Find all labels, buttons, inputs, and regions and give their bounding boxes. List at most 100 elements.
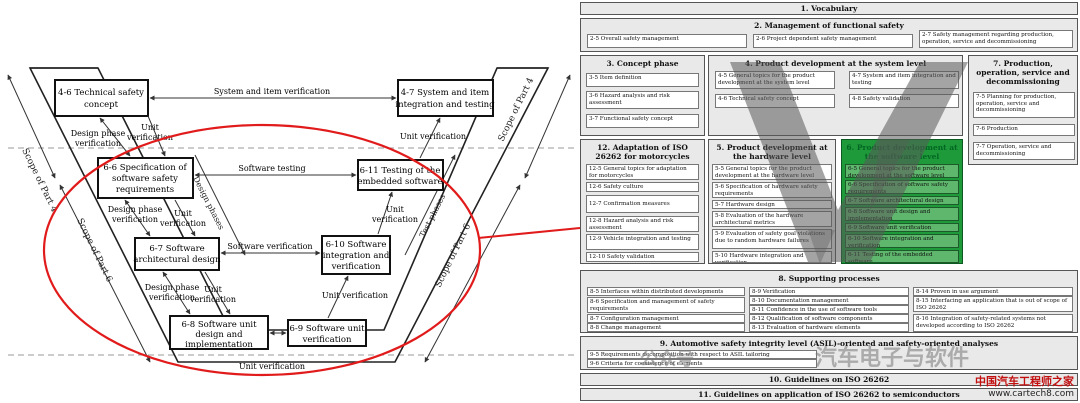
svg-text:embedded software: embedded software — [357, 177, 442, 187]
item-8-16: 8-16 Integration of safety-related syste… — [913, 314, 1073, 332]
scope-part4-left-arrow — [7, 74, 56, 179]
v-model-diagram: Scope of Part 4 Scope of Part 4 Scope of… — [7, 67, 580, 377]
item-3-7: 3-7 Functional safety concept — [586, 114, 699, 128]
item-12-9: 12-9 Vehicle integration and testing — [586, 234, 699, 250]
design-phase-verification-label-3b: verification — [148, 293, 195, 302]
unit-verification-right-1: Unit verification — [400, 132, 466, 141]
unit-verification-small-3a: Unit — [204, 285, 222, 294]
part11-semiconductors: 11. Guidelines on application of ISO 262… — [580, 388, 1078, 401]
item-5-10: 5-10 Hardware integration and verificati… — [712, 251, 832, 263]
svg-text:concept: concept — [84, 100, 119, 110]
part9-asil-analyses: 9. Automotive safety integrity level (AS… — [580, 336, 1078, 370]
svg-text:integration and: integration and — [323, 251, 390, 261]
item-2-5: 2-5 Overall safety management — [587, 34, 747, 48]
design-phase-verification-label-1b: verification — [74, 139, 121, 148]
item-7-6: 7-6 Production — [973, 124, 1075, 136]
item-8-5: 8-5 Interfaces within distributed develo… — [587, 287, 745, 296]
unit-verification-right-2a: Unit — [386, 205, 404, 214]
item-8-13: 8-13 Evaluation of hardware elements — [749, 323, 909, 332]
item-8-9: 8-9 Verification — [749, 287, 909, 296]
scope-part6-right-label: Scope of Part 6 — [434, 222, 474, 289]
scope-part6-left-arrow — [59, 184, 151, 363]
item-7-5: 7-5 Planning for production, operation, … — [973, 92, 1075, 118]
unit-verification-small-2b: verification — [159, 219, 206, 228]
item-8-7: 8-7 Configuration management — [587, 314, 745, 323]
unit-verification-right-3: Unit verification — [322, 291, 388, 300]
item-12-7: 12-7 Confirmation measures — [586, 195, 699, 213]
box-4-7-system-item-integration: 4-7 System and item integration and test… — [395, 79, 495, 117]
design-phase-verification-label-2b: verification — [111, 215, 158, 224]
svg-text:4-7 System and item: 4-7 System and item — [401, 88, 490, 98]
box-6-11-testing-embedded-software: 6-11 Testing of the embedded software — [357, 159, 444, 191]
box-6-7-software-architectural-design: 6-7 Software architectural design — [133, 237, 221, 271]
svg-text:6-7 Software: 6-7 Software — [149, 244, 204, 254]
item-2-6: 2-6 Project dependent safety management — [753, 34, 913, 48]
item-3-5: 3-5 Item definition — [586, 73, 699, 87]
item-7-7: 7-7 Operation, service and decommissioni… — [973, 142, 1075, 160]
item-8-10: 8-10 Documentation management — [749, 296, 909, 305]
svg-text:6-6 Specification of: 6-6 Specification of — [103, 163, 187, 173]
part2-management: 2. Management of functional safety 2-5 O… — [580, 18, 1078, 52]
grey-v-overlay — [730, 62, 968, 264]
svg-text:6-8 Software unit: 6-8 Software unit — [181, 320, 257, 330]
box-6-6-software-safety-requirements: 6-6 Specification of software safety req… — [97, 157, 194, 199]
software-verification-label: Software verification — [227, 242, 312, 251]
box-6-10-software-integration: 6-10 Software integration and verificati… — [321, 235, 391, 275]
svg-text:implementation: implementation — [185, 340, 253, 350]
item-8-8: 8-8 Change management — [587, 323, 745, 332]
iso26262-overview: 1. Vocabulary 2. Management of functiona… — [580, 0, 1080, 403]
scope-part4-right-label: Scope of Part 4 — [497, 76, 537, 143]
item-8-14: 8-14 Proven in use argument — [913, 287, 1073, 296]
test-phases-arrow — [404, 154, 456, 256]
scope-part4-left-label: Scope of Part 4 — [19, 147, 59, 214]
highlight-ellipse — [42, 123, 482, 377]
item-12-10: 12-10 Safety validation — [586, 252, 699, 262]
item-8-6: 8-6 Specification and management of safe… — [587, 297, 745, 313]
system-item-verification-label: System and item verification — [214, 87, 330, 96]
design-phase-verification-label-2a: Design phase — [108, 205, 163, 214]
box-6-9-software-unit-verification: 6-9 Software unit verification — [287, 319, 367, 347]
svg-text:requirements: requirements — [116, 185, 174, 195]
item-12-5: 12-5 General topics for adaptation for m… — [586, 164, 699, 180]
box-6-8-software-unit-design: 6-8 Software unit design and implementat… — [169, 315, 269, 350]
item-12-8: 12-8 Hazard analysis and risk assessment — [586, 216, 699, 232]
svg-text:6-10 Software: 6-10 Software — [326, 240, 387, 250]
item-9-6: 9-6 Criteria for coexistence of elements — [587, 359, 817, 368]
svg-text:verification: verification — [302, 335, 352, 345]
item-8-15: 8-15 Interfacing an application that is … — [913, 296, 1073, 312]
design-phase-verification-label-3a: Design phase — [145, 283, 200, 292]
part8-supporting: 8. Supporting processes 8-5 Interfaces w… — [580, 270, 1078, 333]
item-2-7: 2-7 Safety management regarding producti… — [919, 30, 1073, 48]
box-4-6-technical-safety-concept: 4-6 Technical safety concept — [54, 79, 149, 117]
unit-verification-small-2a: Unit — [174, 209, 192, 218]
svg-text:software safety: software safety — [112, 174, 178, 184]
design-phases-arrow — [194, 154, 246, 256]
unit-verification-small-1b: verification — [126, 133, 173, 142]
item-3-6: 3-6 Hazard analysis and risk assessment — [586, 91, 699, 109]
svg-text:integration and testing: integration and testing — [395, 100, 495, 110]
part12-motorcycles: 12. Adaptation of ISO 26262 for motorcyc… — [580, 139, 705, 264]
unit-verification-small-3b: verification — [189, 295, 236, 304]
part7-production: 7. Production, operation, service and de… — [968, 55, 1078, 165]
svg-text:verification: verification — [331, 262, 381, 272]
unit-verification-right-2b: verification — [371, 215, 418, 224]
scope-part6-left-label: Scope of Part 6 — [74, 217, 114, 284]
svg-text:architectural design: architectural design — [133, 255, 221, 265]
highlight-connector-line — [477, 227, 580, 239]
unit-verification-bottom: Unit verification — [239, 362, 305, 371]
design-phase-verification-label-1a: Design phase — [71, 129, 126, 138]
software-testing-label: Software testing — [238, 164, 305, 173]
part1-vocabulary: 1. Vocabulary — [580, 2, 1078, 15]
part10-guidelines: 10. Guidelines on ISO 26262 — [580, 373, 1078, 386]
item-8-11: 8-11 Confidence in the use of software t… — [749, 305, 909, 314]
part3-concept-phase: 3. Concept phase 3-5 Item definition 3-6… — [580, 55, 705, 136]
svg-text:6-9 Software unit: 6-9 Software unit — [289, 324, 365, 334]
item-9-5: 9-5 Requirements decomposition with resp… — [587, 350, 817, 359]
svg-text:6-11 Testing of the: 6-11 Testing of the — [360, 166, 441, 176]
scope-part6-right-arrow — [424, 184, 521, 363]
svg-text:4-6 Technical safety: 4-6 Technical safety — [58, 88, 144, 98]
unit-verification-small-1a: Unit — [141, 123, 159, 132]
scope-part4-right-arrow — [524, 74, 571, 179]
svg-text:design and: design and — [195, 330, 243, 340]
item-12-6: 12-6 Safety culture — [586, 182, 699, 192]
